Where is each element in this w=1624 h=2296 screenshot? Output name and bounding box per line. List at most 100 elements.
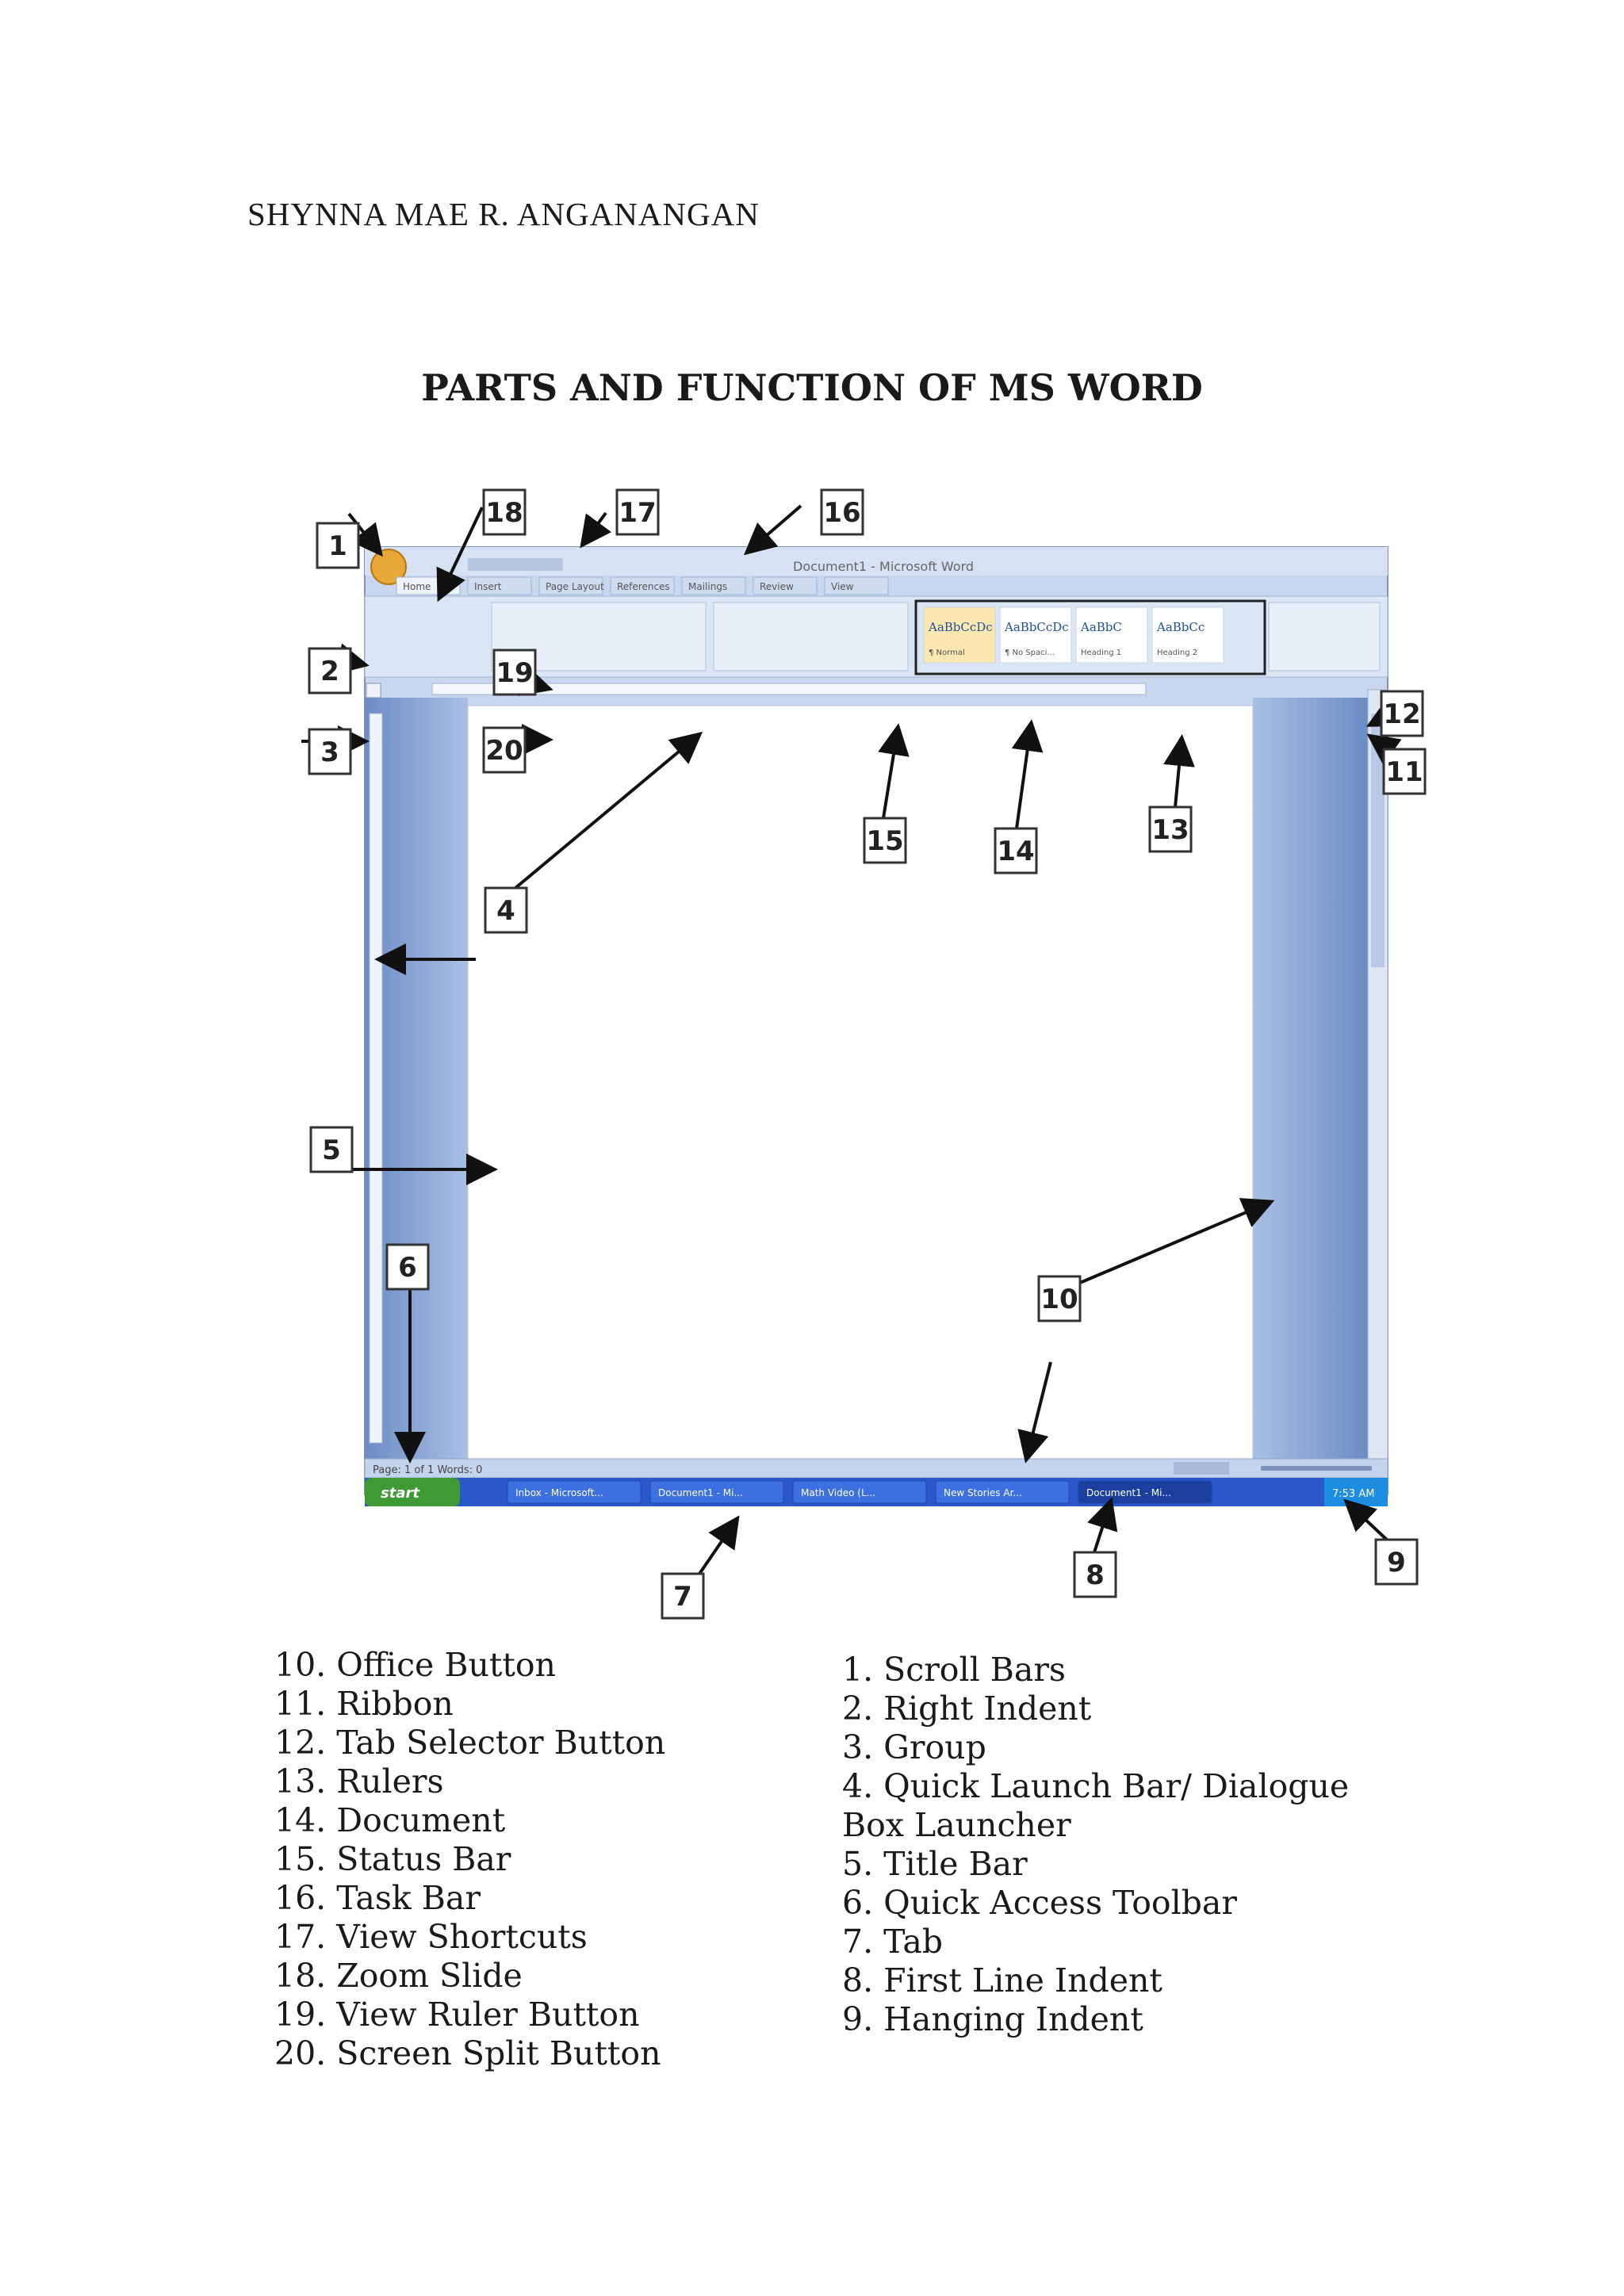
callout-number: 17: [619, 497, 656, 529]
ribbon-tab-page-layout[interactable]: [538, 576, 603, 595]
callout-number: 19: [496, 657, 533, 689]
paragraph-group: [713, 602, 909, 672]
legend-item: 18. Zoom Slide: [274, 1957, 523, 1995]
callout-2: 2: [308, 647, 352, 695]
callout-number: 2: [320, 656, 339, 687]
scroll-thumb: [1371, 714, 1385, 967]
legend-item: 9. Hanging Indent: [842, 2000, 1143, 2038]
style-swatch[interactable]: [923, 607, 996, 664]
style-label: ¶ No Spaci...: [1005, 649, 1055, 657]
callout-6: 6: [385, 1243, 430, 1291]
legend-item: 11. Ribbon: [274, 1685, 454, 1723]
legend-item: 4. Quick Launch Bar/ Dialogue: [842, 1767, 1350, 1805]
taskbar-button[interactable]: [792, 1480, 927, 1504]
ribbon-tab-review[interactable]: [753, 576, 818, 595]
taskbar-clock: 7:53 AM: [1332, 1488, 1374, 1500]
callout-9: 9: [1374, 1538, 1419, 1586]
status-bar: [364, 1458, 1388, 1479]
ribbon-tab-insert[interactable]: [467, 576, 532, 595]
legend-item: 2. Right Indent: [842, 1689, 1092, 1728]
callout-number: 9: [1387, 1547, 1406, 1578]
style-swatch[interactable]: [999, 607, 1072, 664]
callout-1: 1: [316, 522, 360, 569]
taskbar-button[interactable]: [649, 1480, 784, 1504]
callout-number: 14: [997, 836, 1034, 867]
callout-number: 20: [485, 735, 523, 767]
callout-number: 15: [866, 825, 903, 857]
callout-number: 13: [1151, 814, 1189, 846]
window-title-text: Document1 - Microsoft Word: [793, 559, 974, 574]
style-sample: AaBbCc: [1156, 620, 1205, 634]
legend-item: 19. View Ruler Button: [274, 1996, 640, 2034]
callout-15: 15: [863, 817, 907, 864]
callout-19: 19: [492, 649, 537, 696]
quick-access-toolbar: [468, 558, 563, 571]
callout-16: 16: [820, 488, 864, 536]
style-sample: AaBbC: [1080, 620, 1122, 634]
legend-item: 12. Tab Selector Button: [274, 1724, 666, 1762]
callout-8: 8: [1073, 1551, 1117, 1598]
callout-5: 5: [309, 1126, 354, 1173]
callout-4: 4: [484, 886, 528, 934]
style-swatch[interactable]: [1151, 607, 1224, 664]
legend-item: 14. Document: [274, 1801, 506, 1839]
taskbar-button[interactable]: [507, 1480, 642, 1504]
legend-item: 17. View Shortcuts: [274, 1918, 588, 1956]
right-margin: [1253, 698, 1368, 1459]
ribbon-tab-label: Insert: [474, 581, 502, 592]
taskbar-button-label: Math Video (L...: [801, 1487, 875, 1498]
taskbar-button-label: Inbox - Microsoft...: [515, 1487, 603, 1498]
callout-10: 10: [1037, 1275, 1082, 1322]
ribbon-tab-label: View: [831, 581, 854, 592]
legend-item: 16. Task Bar: [274, 1879, 481, 1917]
document-title: PARTS AND FUNCTION OF MS WORD: [421, 366, 1203, 409]
style-label: Heading 1: [1081, 649, 1121, 657]
callout-number: 10: [1040, 1284, 1078, 1315]
legend-item: Box Launcher: [842, 1806, 1071, 1844]
ribbon-tab-view[interactable]: [824, 576, 889, 595]
callout-14: 14: [994, 827, 1038, 874]
taskbar-button[interactable]: [935, 1480, 1070, 1504]
callout-number: 1: [328, 530, 347, 562]
start-button: [365, 1478, 460, 1506]
callout-7: 7: [661, 1572, 705, 1620]
callout-number: 11: [1385, 756, 1423, 788]
callout-number: 5: [322, 1135, 341, 1166]
horizontal-ruler: [431, 683, 1147, 695]
ribbon-tab-references[interactable]: [610, 576, 675, 595]
author-name: SHYNNA MAE R. ANGANANGAN: [247, 196, 760, 232]
document-page: [467, 705, 1254, 1460]
legend-item: 3. Group: [842, 1728, 986, 1766]
callout-number: 7: [673, 1581, 692, 1613]
callout-number: 4: [496, 895, 515, 927]
legend-item: 7. Tab: [842, 1923, 944, 1961]
view-shortcuts: [1174, 1462, 1229, 1475]
callout-11: 11: [1382, 748, 1427, 795]
style-sample: AaBbCcDc: [1004, 620, 1069, 634]
ribbon-tab-label: Review: [760, 581, 794, 592]
ribbon-tab-label: References: [617, 581, 670, 592]
legend-item: 20. Screen Split Button: [274, 2034, 661, 2072]
callout-number: 6: [398, 1252, 417, 1284]
legend-item: 13. Rulers: [274, 1762, 444, 1800]
callout-13: 13: [1148, 806, 1193, 853]
callout-number: 12: [1383, 698, 1420, 730]
status-text: Page: 1 of 1 Words: 0: [373, 1464, 482, 1476]
legend-item: 1. Scroll Bars: [842, 1651, 1066, 1689]
style-label: ¶ Normal: [929, 649, 965, 657]
callout-3: 3: [308, 728, 352, 775]
ribbon-tab-label: Page Layout: [546, 581, 604, 592]
style-label: Heading 2: [1157, 649, 1197, 657]
callout-number: 18: [485, 497, 523, 529]
callout-number: 3: [320, 737, 339, 768]
ribbon-tab-mailings[interactable]: [681, 576, 746, 595]
legend-item: 6. Quick Access Toolbar: [842, 1884, 1237, 1922]
callout-arrows: [301, 504, 1402, 1578]
taskbar-button-label: Document1 - Mi...: [658, 1487, 743, 1498]
style-swatch[interactable]: [1075, 607, 1148, 664]
